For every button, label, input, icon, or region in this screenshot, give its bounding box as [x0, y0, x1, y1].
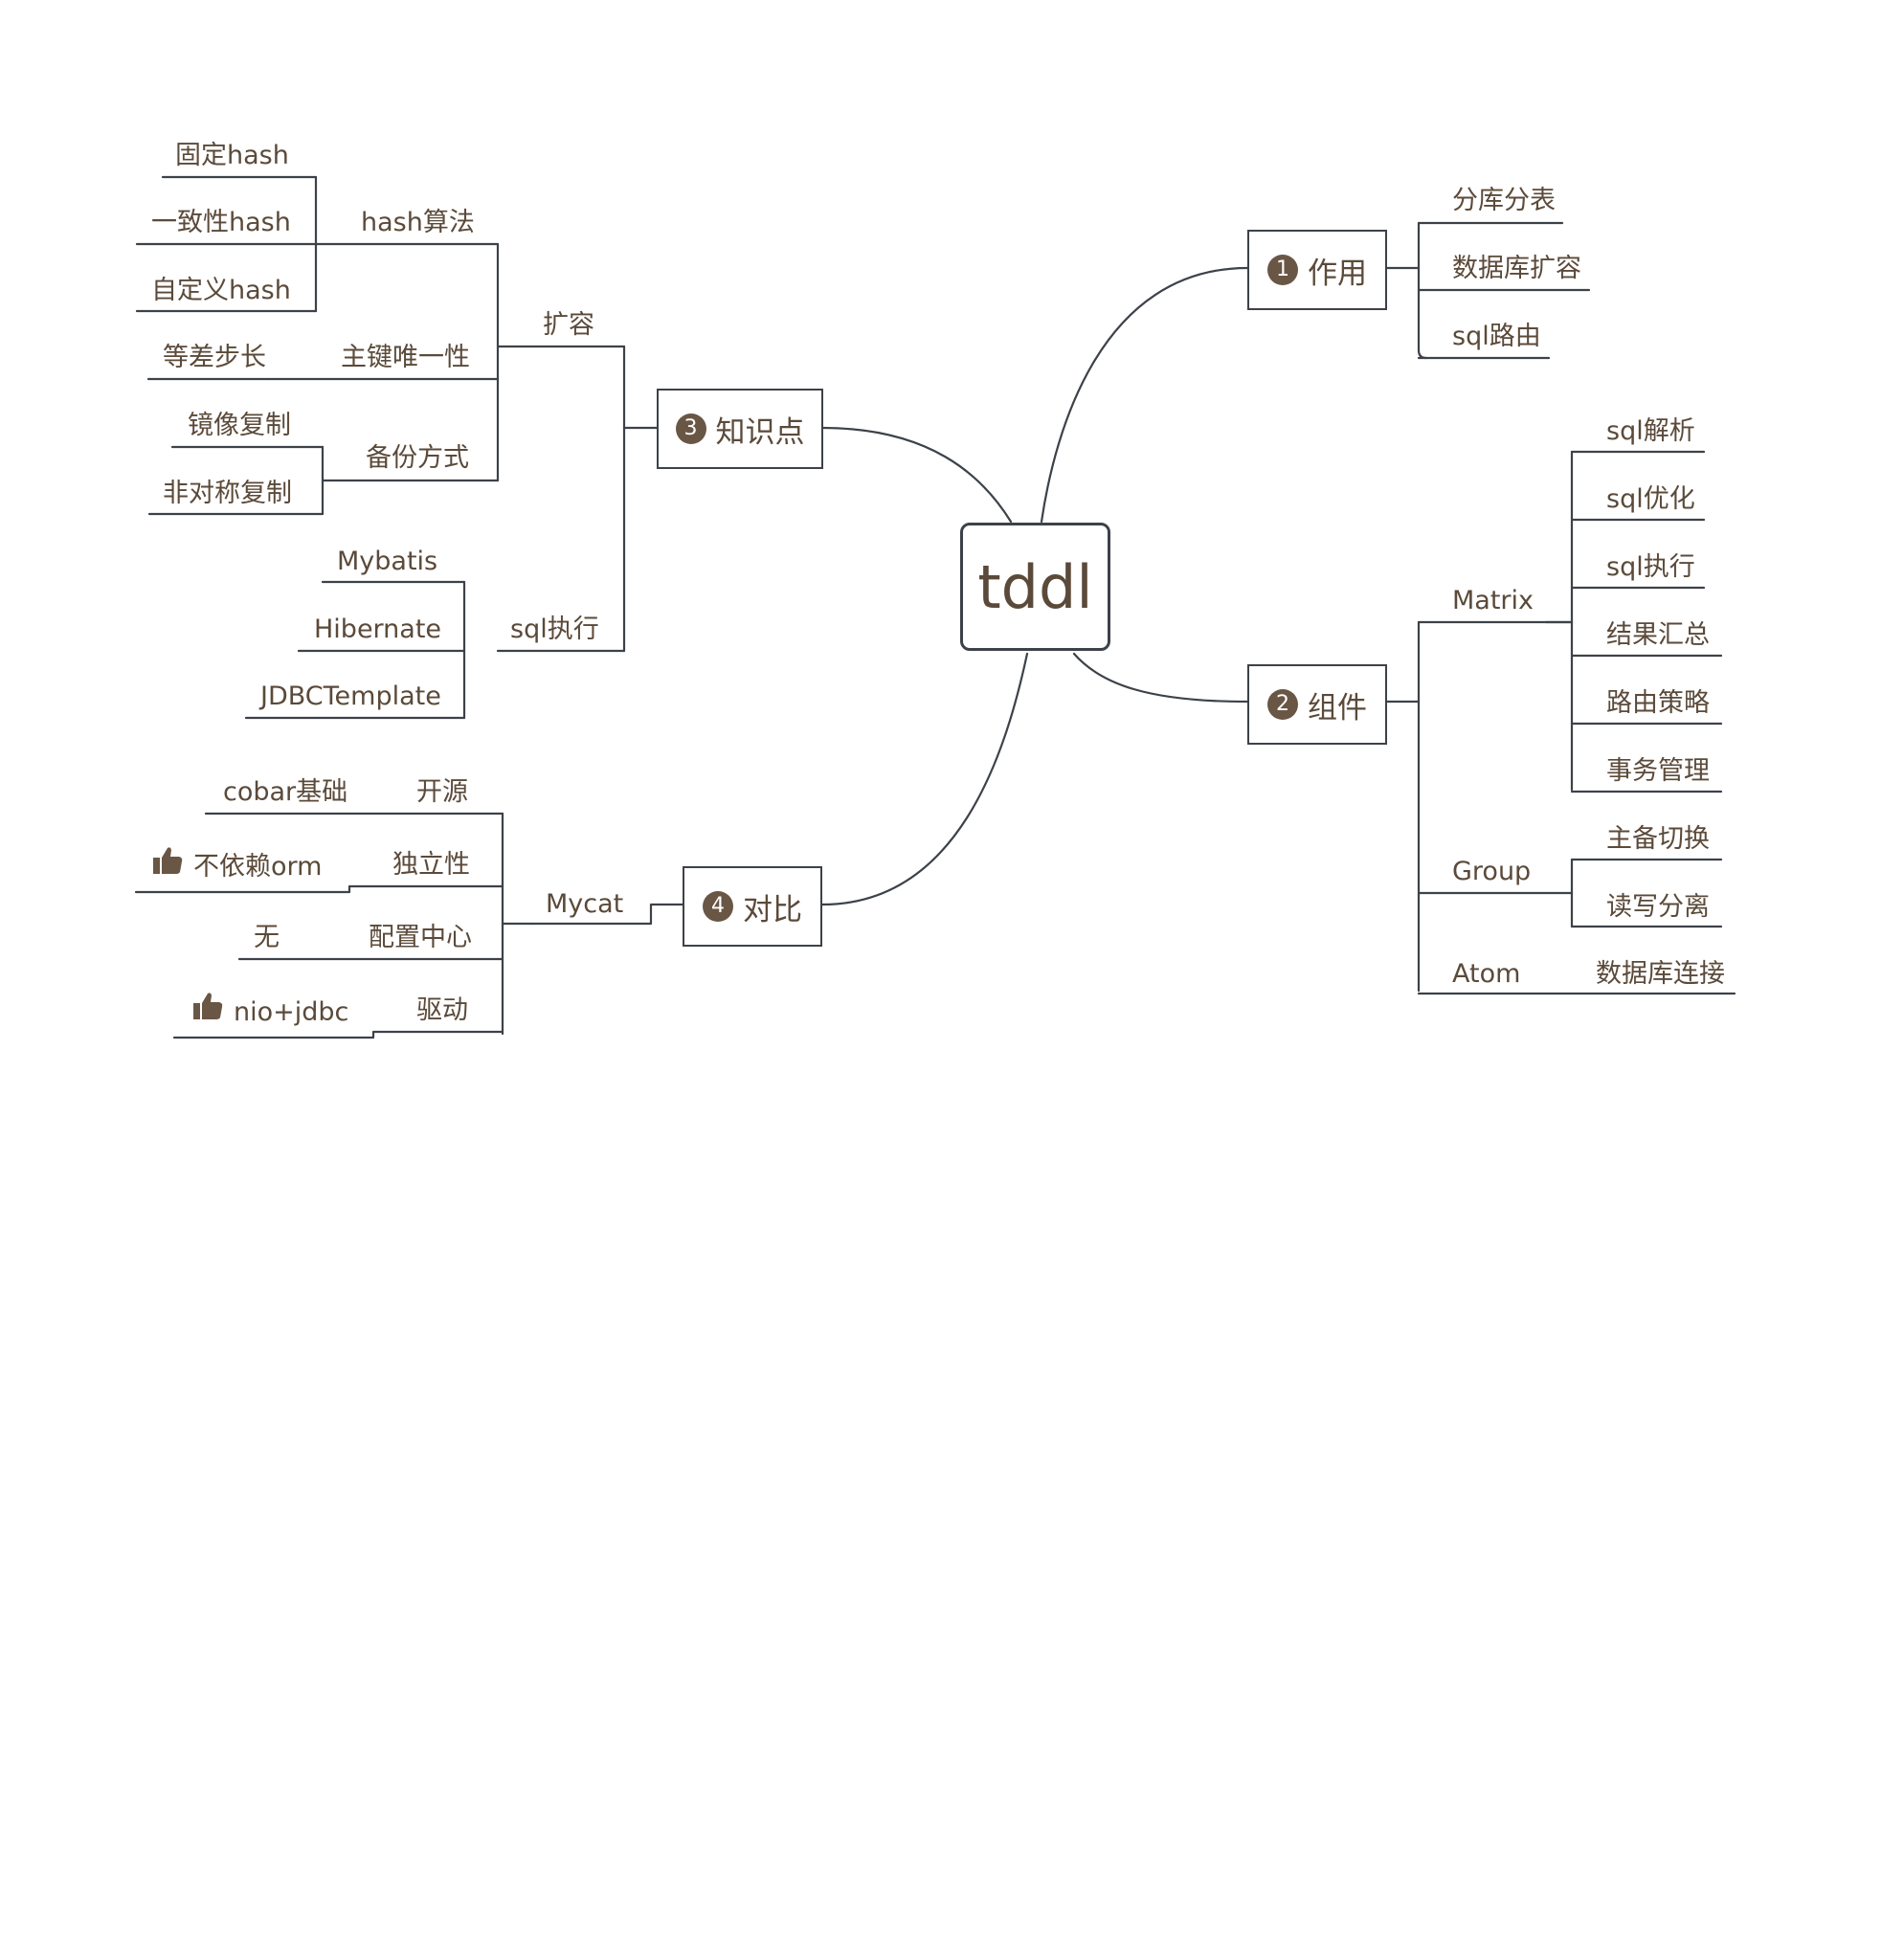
topic-number-badge: 3	[675, 413, 706, 444]
atom-item[interactable]: 数据库连接	[1596, 959, 1725, 989]
matrix-item[interactable]: sql优化	[1606, 484, 1695, 514]
topic-compare[interactable]: 4 对比	[683, 866, 822, 947]
mycat-row-label[interactable]: 开源	[416, 777, 468, 807]
topic-components-label: 组件	[1308, 690, 1367, 726]
thumbs-up-icon	[153, 847, 183, 874]
knowledge-expansion[interactable]: 扩容	[543, 310, 594, 340]
sqlexec-item[interactable]: Hibernate	[314, 614, 442, 644]
mycat-row-value[interactable]: cobar基础	[223, 777, 348, 807]
topic-number-badge: 1	[1267, 255, 1298, 285]
expansion-backup[interactable]: 备份方式	[366, 443, 469, 473]
expansion-hash[interactable]: hash算法	[361, 208, 475, 237]
thumbs-up-icon	[193, 993, 223, 1019]
role-item[interactable]: 数据库扩容	[1452, 254, 1581, 283]
topic-number-badge: 4	[703, 891, 733, 922]
matrix-item[interactable]: 事务管理	[1606, 756, 1710, 786]
matrix-item[interactable]: sql解析	[1606, 416, 1695, 446]
compare-mycat[interactable]: Mycat	[546, 889, 624, 919]
topic-number-badge: 2	[1267, 689, 1298, 720]
component-atom[interactable]: Atom	[1452, 959, 1521, 989]
hash-item[interactable]: 固定hash	[175, 141, 289, 170]
topic-knowledge[interactable]: 3 知识点	[657, 389, 823, 469]
backup-item[interactable]: 非对称复制	[163, 479, 292, 508]
role-item[interactable]: sql路由	[1452, 322, 1541, 351]
matrix-item[interactable]: 路由策略	[1606, 688, 1710, 718]
backup-item[interactable]: 镜像复制	[188, 411, 291, 440]
topic-knowledge-label: 知识点	[715, 414, 805, 450]
pk-item[interactable]: 等差步长	[163, 343, 266, 372]
mycat-row-value[interactable]: 无	[254, 923, 280, 952]
group-item[interactable]: 主备切换	[1606, 824, 1710, 854]
sqlexec-item[interactable]: JDBCTemplate	[260, 682, 441, 711]
matrix-item[interactable]: 结果汇总	[1606, 620, 1710, 650]
knowledge-sqlexec[interactable]: sql执行	[510, 614, 599, 644]
matrix-item[interactable]: sql执行	[1606, 552, 1695, 582]
topic-role[interactable]: 1 作用	[1247, 230, 1387, 310]
hash-item[interactable]: 一致性hash	[151, 208, 291, 237]
mycat-row-value[interactable]: nio+jdbc	[234, 997, 349, 1027]
hash-item[interactable]: 自定义hash	[151, 276, 291, 305]
expansion-pk[interactable]: 主键唯一性	[341, 343, 470, 372]
mycat-row-label[interactable]: 配置中心	[369, 923, 472, 952]
topic-role-label: 作用	[1308, 256, 1367, 291]
mycat-row-value[interactable]: 不依赖orm	[193, 852, 323, 882]
mycat-row-label[interactable]: 独立性	[392, 850, 470, 880]
root-label: tddl	[977, 551, 1093, 622]
topic-components[interactable]: 2 组件	[1247, 664, 1387, 745]
topic-compare-label: 对比	[743, 892, 802, 927]
sqlexec-item[interactable]: Mybatis	[337, 547, 438, 576]
mycat-row-label[interactable]: 驱动	[416, 995, 468, 1025]
component-matrix[interactable]: Matrix	[1452, 586, 1534, 615]
component-group[interactable]: Group	[1452, 857, 1532, 886]
root-node[interactable]: tddl	[960, 523, 1110, 651]
role-item[interactable]: 分库分表	[1452, 186, 1556, 215]
group-item[interactable]: 读写分离	[1606, 892, 1710, 922]
